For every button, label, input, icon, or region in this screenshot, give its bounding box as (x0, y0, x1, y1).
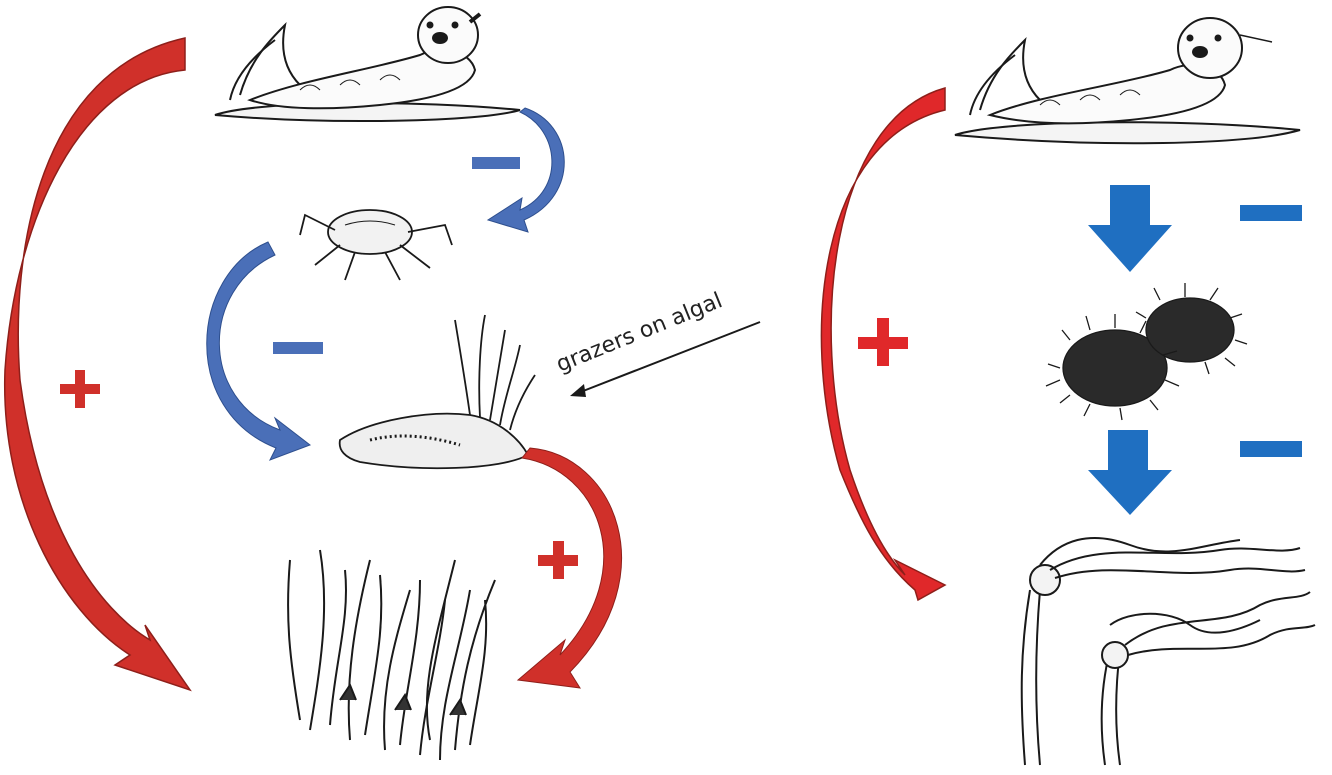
left-outer-plus-sign (60, 370, 100, 408)
right-otter-to-urchins-arrow (1088, 185, 1172, 272)
kelp-illustration (1022, 538, 1315, 765)
left-otter-to-seagrass-arrow (5, 38, 190, 690)
left-otter-to-crab-arrow (488, 108, 564, 232)
seagrass-illustration (288, 550, 495, 760)
crab-illustration (300, 210, 452, 280)
sea-urchins-illustration (1046, 283, 1247, 420)
sea-hare-grazer-illustration (340, 315, 535, 468)
annotation-text: grazers on algal (553, 288, 726, 377)
right-otter-urchins-minus-sign (1240, 205, 1302, 221)
left-grazer-seagrass-plus-sign (538, 541, 578, 579)
left-otter-crab-minus-sign (472, 157, 520, 169)
left-sea-otter-illustration (215, 7, 520, 121)
right-urchins-kelp-minus-sign (1240, 441, 1302, 457)
right-outer-plus-sign (858, 318, 908, 366)
right-urchins-to-kelp-arrow (1088, 430, 1172, 515)
left-grazer-to-seagrass-arrow (518, 448, 622, 688)
right-sea-otter-illustration (955, 18, 1300, 143)
left-crab-grazer-minus-sign (273, 342, 323, 354)
